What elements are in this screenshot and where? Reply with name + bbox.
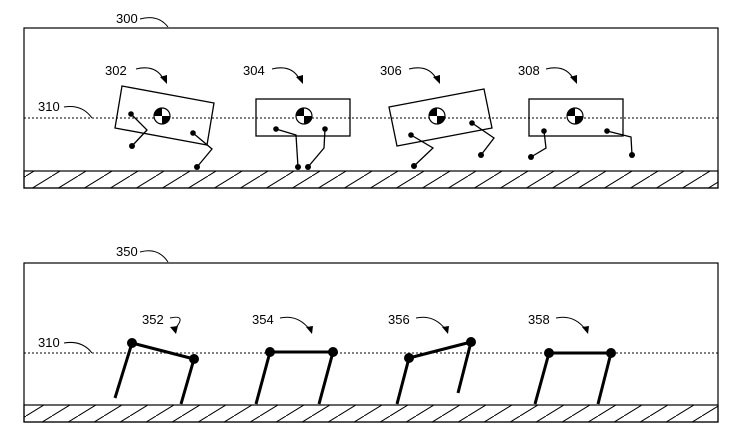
panel-350: 350 310 352 354 356 bbox=[23, 244, 719, 423]
robot-308-leg-front bbox=[530, 130, 547, 158]
ref-356-arrowhead bbox=[442, 326, 449, 334]
ref-306-arrow bbox=[408, 67, 438, 81]
robot-302-foot-rear bbox=[194, 164, 200, 170]
robot-304-leg-front bbox=[275, 128, 299, 168]
robot-358-leg-front bbox=[533, 352, 551, 405]
ref-308-arrowhead bbox=[570, 75, 577, 84]
robot-304: 304 bbox=[243, 63, 351, 170]
ref-300-label: 300 bbox=[116, 11, 138, 26]
ref-310-leader-bottom bbox=[63, 342, 93, 354]
ref-304-arrowhead bbox=[296, 75, 303, 84]
ref-358-label: 358 bbox=[528, 312, 550, 327]
ref-356-arrow bbox=[415, 316, 447, 331]
ref-358-arrowhead bbox=[582, 326, 589, 334]
robot-352-leg-rear bbox=[179, 358, 196, 405]
robot-352-body bbox=[131, 341, 195, 361]
robot-302-com-fill-b bbox=[154, 108, 162, 116]
robot-302-com-fill-a bbox=[162, 116, 170, 124]
robot-306-com-fill-b bbox=[429, 108, 437, 116]
robot-308-foot-rear bbox=[629, 152, 635, 158]
robot-356-body bbox=[408, 340, 472, 360]
robot-304-foot-rear bbox=[305, 164, 311, 170]
robot-306-foot-front bbox=[411, 163, 417, 169]
robot-302-leg-rear bbox=[192, 132, 213, 168]
robot-354: 354 bbox=[252, 312, 338, 405]
ground-hatch-top bbox=[23, 170, 719, 189]
robot-354-leg-front bbox=[254, 351, 272, 405]
robot-304-foot-front bbox=[295, 164, 301, 170]
robot-308-leg-rear bbox=[606, 130, 633, 156]
ref-310-label-top: 310 bbox=[38, 99, 60, 114]
ref-354-arrowhead bbox=[306, 326, 313, 334]
ref-304-label: 304 bbox=[243, 63, 265, 78]
robot-308: 308 bbox=[518, 63, 635, 160]
panel-300-frame bbox=[23, 27, 719, 189]
ref-306-arrowhead bbox=[433, 75, 440, 84]
robot-306-foot-rear bbox=[478, 152, 484, 158]
robot-308-com-fill-a bbox=[575, 116, 583, 124]
ground-hatch-bottom bbox=[23, 404, 719, 423]
ref-308-arrow bbox=[545, 67, 575, 81]
ref-350-label: 350 bbox=[116, 244, 138, 259]
ref-350-leader bbox=[139, 250, 169, 263]
robot-304-body bbox=[255, 98, 351, 137]
robot-308-body bbox=[528, 98, 624, 137]
ref-302-label: 302 bbox=[105, 63, 127, 78]
robot-302: 302 bbox=[105, 63, 215, 170]
ref-354-arrow bbox=[279, 316, 311, 331]
ref-304-arrow bbox=[271, 67, 301, 81]
ref-352-label: 352 bbox=[142, 312, 164, 327]
ref-306-label: 306 bbox=[380, 63, 402, 78]
robot-354-leg-rear bbox=[317, 351, 335, 405]
ref-352-arrowhead bbox=[170, 326, 178, 334]
robot-306-body bbox=[388, 88, 493, 147]
robot-358: 358 bbox=[528, 312, 616, 405]
ref-308-label: 308 bbox=[518, 63, 540, 78]
robot-308-foot-front bbox=[528, 154, 534, 160]
ref-302-arrow bbox=[135, 67, 165, 81]
panel-300: 300 310 302 304 bbox=[23, 11, 719, 189]
robot-308-com-fill-b bbox=[567, 108, 575, 116]
robot-306-leg-front bbox=[410, 134, 435, 167]
robot-302-leg-front bbox=[130, 113, 148, 147]
robot-302-foot-front bbox=[129, 143, 135, 149]
ref-302-arrowhead bbox=[160, 75, 167, 84]
robot-306: 306 bbox=[380, 63, 495, 169]
ref-310-leader-top bbox=[63, 106, 93, 119]
robot-304-com-fill-b bbox=[296, 108, 304, 116]
robot-356: 356 bbox=[388, 312, 476, 405]
robot-306-leg-rear bbox=[471, 122, 495, 156]
robot-352-leg-front bbox=[113, 342, 134, 399]
ref-356-label: 356 bbox=[388, 312, 410, 327]
ref-354-label: 354 bbox=[252, 312, 274, 327]
robot-304-com-fill-a bbox=[304, 116, 312, 124]
ref-300-leader bbox=[139, 17, 169, 28]
robot-356-leg-rear bbox=[456, 341, 473, 394]
robot-306-com-fill-a bbox=[437, 116, 445, 124]
robot-356-leg-front bbox=[395, 357, 411, 405]
robot-358-leg-rear bbox=[596, 352, 613, 405]
robot-304-leg-rear bbox=[307, 128, 326, 168]
ref-310-label-bottom: 310 bbox=[38, 335, 60, 350]
ref-358-arrow bbox=[555, 316, 587, 331]
robot-352: 352 bbox=[113, 312, 199, 405]
